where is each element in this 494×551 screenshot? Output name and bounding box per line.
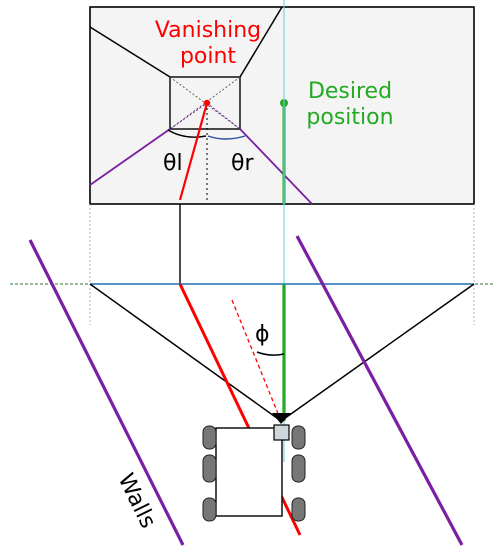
theta-left-label: θl (163, 151, 183, 176)
vanishing-point-label-line1: Vanishing (155, 18, 261, 43)
wall-right (295, 235, 464, 546)
wheel-left-rear (202, 497, 217, 522)
theta-left-arc (167, 129, 207, 138)
robot-top-view-icon (202, 424, 306, 522)
vanishing-point-dot (203, 99, 211, 107)
vanishing-ray-image (178, 102, 209, 201)
phi-label: ϕ (255, 322, 270, 347)
wall-left (28, 239, 185, 546)
desired-position-label-line1: Desired (308, 79, 392, 104)
vanishing-direction-dashed (231, 299, 282, 422)
wheel-left-middle (202, 454, 217, 483)
fov-left (89, 283, 282, 422)
vanishing-box (169, 76, 241, 130)
wheel-right-rear (291, 497, 306, 522)
box-diagonal-1 (169, 76, 241, 130)
camera-icon (273, 424, 290, 441)
camera-arrowhead (272, 413, 291, 424)
wall-projection-right (206, 102, 241, 130)
corridor-edge-top-left (89, 26, 171, 78)
desired-position-label-line2: position (306, 105, 393, 130)
wall-line-right-image (239, 128, 313, 205)
robot-body (215, 427, 283, 517)
corridor-edge-top-right (239, 6, 283, 78)
theta-right-label: θr (231, 151, 254, 176)
wheel-right-middle (291, 454, 306, 483)
vanishing-point-label-line2: point (180, 44, 236, 69)
phi-arc (256, 351, 285, 356)
theta-right-arc (207, 135, 246, 140)
fov-right (280, 283, 475, 422)
camera-image-frame (89, 6, 475, 205)
box-diagonal-2 (169, 76, 241, 130)
walls-label: Walls (113, 470, 161, 533)
wheel-left-front (202, 425, 217, 450)
wheel-right-front (291, 425, 306, 450)
wall-line-left-image (89, 128, 171, 186)
wall-projection-left (169, 102, 208, 130)
